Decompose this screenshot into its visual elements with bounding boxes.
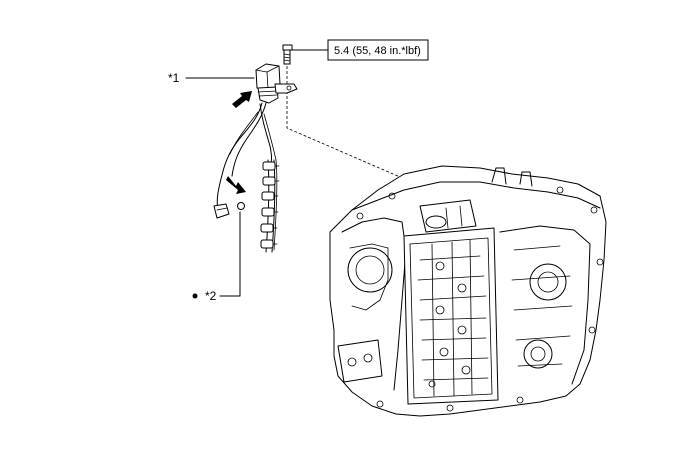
wire-harness xyxy=(213,102,280,253)
bolt-icon xyxy=(282,44,293,65)
part-1-callout: *1 xyxy=(168,71,255,85)
torque-spec-text: 5.4 (55, 48 in.*lbf) xyxy=(334,45,421,57)
part-1-label: *1 xyxy=(168,71,180,85)
transaxle-assembly xyxy=(329,165,607,417)
bolt-alignment-line xyxy=(286,66,454,222)
part-2-callout: *2 xyxy=(192,211,241,303)
non-reusable-part-dot-icon xyxy=(192,293,198,299)
part-2-leader xyxy=(219,211,241,297)
o-ring-icon xyxy=(237,202,245,210)
sensor-connector xyxy=(255,63,298,104)
arrow-install-icon xyxy=(232,91,252,108)
arrow-install-icon xyxy=(226,176,246,194)
part-2-label: *2 xyxy=(205,289,217,303)
harness-terminals xyxy=(260,161,280,249)
torque-callout: 5.4 (55, 48 in.*lbf) xyxy=(291,39,429,61)
